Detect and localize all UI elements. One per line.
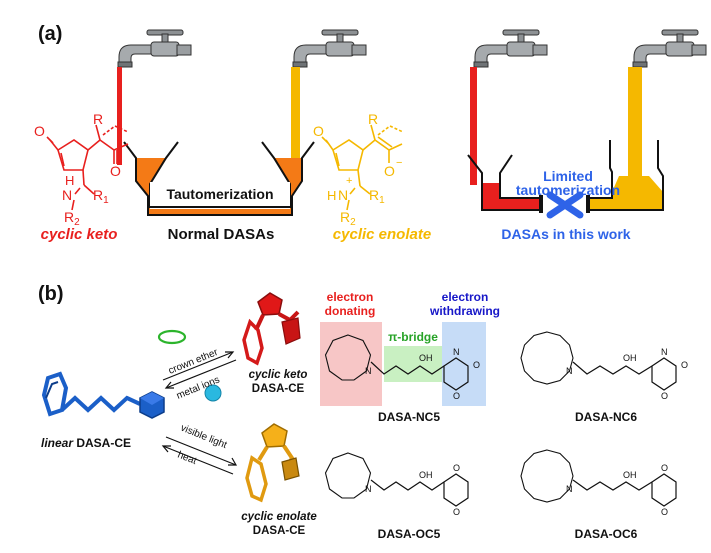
cyclic-keto-dasa-label: cyclic keto	[249, 369, 308, 381]
cyclic-keto-structure	[46, 124, 129, 211]
svg-text:H: H	[65, 173, 74, 188]
tautomerization-label: Tautomerization	[166, 186, 273, 202]
svg-text:N: N	[338, 187, 348, 203]
panel-a-label: (a)	[38, 23, 62, 45]
heat-label: heat	[176, 450, 198, 468]
svg-text:O: O	[473, 360, 480, 370]
svg-text:R2: R2	[340, 209, 356, 228]
faucet-icon	[292, 29, 367, 68]
red-stream-right	[470, 67, 477, 185]
svg-text:N: N	[62, 187, 72, 203]
svg-text:OH: OH	[419, 353, 433, 363]
normal-dasas-label: Normal DASAs	[168, 226, 275, 243]
svg-text:N: N	[566, 366, 573, 376]
svg-text:R: R	[368, 111, 378, 127]
dasa-oc5-label: DASA-OC5	[378, 527, 441, 541]
tautomerization-limited-label: tautomerization	[516, 182, 620, 198]
equilibrium-arrows-bottom	[161, 436, 238, 475]
yellow-stream	[291, 67, 300, 179]
dasa-nc6-structure	[520, 331, 677, 391]
svg-text:OH: OH	[419, 470, 433, 480]
pi-bridge-label: π-bridge	[388, 330, 438, 344]
electron-withdrawing-label-2: withdrawing	[429, 304, 500, 318]
svg-text:N: N	[365, 366, 372, 376]
electron-withdrawing-label-1: electron	[442, 290, 489, 304]
svg-text:O: O	[453, 391, 460, 401]
electron-donating-label-2: donating	[325, 304, 376, 318]
faucet-icon	[473, 29, 548, 68]
limited-label: Limited	[543, 168, 593, 184]
linear-dasa-model	[41, 371, 165, 419]
yellow-vessel-fill	[589, 176, 663, 210]
svg-text:O: O	[34, 123, 45, 139]
normal-vessel-fill	[136, 158, 302, 215]
faucet-icon	[117, 29, 192, 68]
red-stream	[117, 67, 122, 165]
svg-text:O: O	[681, 360, 688, 370]
dasas-this-work-label: DASAs in this work	[501, 226, 630, 242]
crown-ether-icon	[157, 329, 187, 345]
dasa-nc5-structure	[324, 334, 469, 391]
svg-text:H: H	[327, 188, 336, 203]
svg-text:O: O	[313, 123, 324, 139]
panel-b-label: (b)	[38, 283, 64, 305]
svg-text:OH: OH	[623, 353, 637, 363]
svg-text:R: R	[93, 111, 103, 127]
equilibrium-arrows-top	[162, 351, 237, 389]
crown-ether-label: crown ether	[167, 347, 220, 377]
cyclic-enolate-model	[245, 423, 300, 503]
yellow-stream-right	[628, 67, 642, 185]
svg-text:O: O	[384, 163, 395, 179]
red-vessel-fill	[482, 183, 540, 210]
electron-donating-label-1: electron	[327, 290, 374, 304]
svg-text:R1: R1	[93, 187, 109, 206]
blocked-x-icon	[546, 191, 584, 219]
svg-text:−: −	[396, 157, 402, 169]
pi-bridge-box	[384, 346, 442, 382]
dasa-oc5-structure	[324, 452, 469, 507]
svg-text:+: +	[346, 175, 352, 187]
metal-ion-icon	[204, 384, 222, 402]
svg-text:O: O	[110, 163, 121, 179]
dasa-nc5-label: DASA-NC5	[378, 410, 440, 424]
cyclic-keto-dasa-ce-label: DASA-CE	[252, 383, 305, 395]
svg-text:N: N	[661, 347, 668, 357]
svg-text:OH: OH	[623, 470, 637, 480]
dasa-oc6-label: DASA-OC6	[575, 527, 638, 541]
svg-text:R1: R1	[369, 187, 385, 206]
cyclic-enolate-dasa-label: cyclic enolate	[241, 511, 317, 523]
svg-text:O: O	[661, 463, 668, 473]
normal-vessel-outline	[123, 141, 315, 216]
svg-text:N: N	[365, 484, 372, 494]
svg-text:N: N	[566, 484, 573, 494]
cyclic-enolate-label: cyclic enolate	[333, 226, 431, 243]
cyclic-enolate-dasa-ce-label: DASA-CE	[253, 525, 306, 537]
svg-text:O: O	[661, 507, 668, 517]
faucet-icon	[632, 29, 707, 68]
cyclic-keto-model	[242, 292, 301, 366]
cyclic-keto-label: cyclic keto	[41, 226, 118, 243]
svg-text:N: N	[453, 347, 460, 357]
cyclic-enolate-structure	[321, 124, 404, 211]
svg-text:O: O	[453, 463, 460, 473]
visible-light-label: visible light	[179, 423, 229, 452]
svg-text:R2: R2	[64, 209, 80, 228]
dasa-oc6-structure	[520, 449, 677, 507]
svg-text:O: O	[661, 391, 668, 401]
dasa-nc6-label: DASA-NC6	[575, 410, 637, 424]
svg-text:O: O	[453, 507, 460, 517]
linear-dasa-ce-label: linear DASA-CE	[41, 436, 131, 450]
